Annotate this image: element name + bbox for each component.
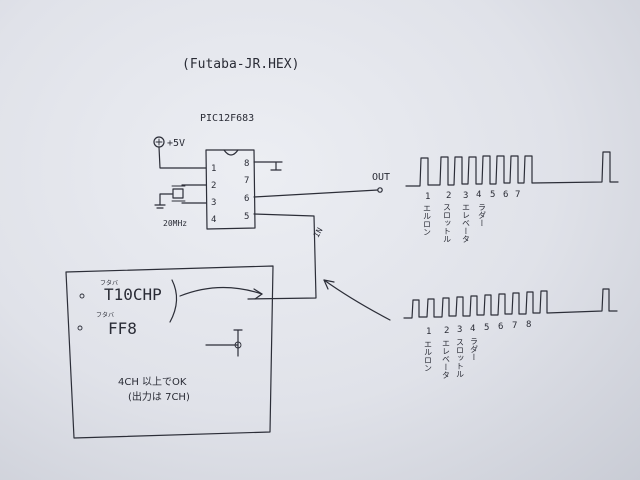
pin-7-label: 7 bbox=[244, 176, 249, 186]
upper-ch-6: 6 bbox=[503, 190, 508, 200]
upper-ch-5: 5 bbox=[490, 190, 495, 200]
lower-ch-1: 1 bbox=[426, 327, 431, 337]
trainer-jack-contact bbox=[234, 341, 242, 349]
bullet-2 bbox=[77, 325, 83, 331]
upper-name-throttle: スロットル bbox=[443, 203, 452, 243]
upper-name-aileron: エルロン bbox=[423, 204, 432, 236]
upper-ch-7: 7 bbox=[515, 190, 520, 200]
pin-3-label: 3 bbox=[211, 198, 216, 208]
transform-arrow-head bbox=[323, 279, 335, 290]
lower-ch-2: 2 bbox=[444, 326, 449, 336]
output-terminal bbox=[377, 187, 383, 193]
transmitter-arrow-head bbox=[253, 288, 263, 300]
upper-ch-1: 1 bbox=[425, 192, 430, 202]
supply-plus-sign bbox=[155, 138, 163, 146]
upper-ch-2: 2 bbox=[446, 191, 451, 201]
lower-ch-8: 8 bbox=[526, 320, 531, 330]
lower-ch-3: 3 bbox=[457, 325, 462, 335]
supply-label: +5V bbox=[167, 138, 185, 149]
pin-2-label: 2 bbox=[211, 181, 216, 191]
lower-pulse-waveform bbox=[403, 288, 618, 319]
lower-ch-5: 5 bbox=[484, 323, 489, 333]
crystal-wires bbox=[181, 184, 207, 204]
lower-ch-6: 6 bbox=[498, 322, 503, 332]
crystal-ground-symbol bbox=[154, 193, 173, 209]
diagram-title: (Futaba-JR.HEX) bbox=[182, 57, 299, 72]
transmitter-arrow-line bbox=[179, 286, 263, 297]
upper-name-rudder: ラダー bbox=[478, 203, 487, 227]
transmitter-note-2: (出力は 7CH) bbox=[128, 390, 190, 403]
crystal-plates bbox=[171, 185, 186, 202]
pin-1-label: 1 bbox=[211, 164, 216, 174]
upper-pulse-waveform bbox=[405, 151, 619, 187]
lower-name-elevator: エレベータ bbox=[442, 339, 451, 379]
transmitter-maker-1: フタバ bbox=[100, 279, 118, 287]
output-label: OUT bbox=[372, 172, 390, 183]
upper-ch-3: 3 bbox=[463, 191, 468, 201]
upper-ch-4: 4 bbox=[476, 190, 481, 200]
lower-name-rudder: ラダー bbox=[470, 337, 479, 361]
transmitter-box bbox=[65, 265, 274, 439]
upper-name-elevator: エレベータ bbox=[462, 203, 471, 243]
pin-8-label: 8 bbox=[244, 159, 249, 169]
transmitter-model-2: FF8 bbox=[108, 319, 137, 338]
output-wire bbox=[253, 189, 379, 198]
transform-arrow-line bbox=[323, 279, 391, 321]
chip-part-number: PIC12F683 bbox=[200, 113, 254, 124]
lower-ch-7: 7 bbox=[512, 321, 517, 331]
lower-name-throttle: スロットル bbox=[456, 338, 465, 378]
transmitter-model-1: T10CHP bbox=[104, 285, 162, 304]
bullet-1 bbox=[79, 293, 85, 299]
supply-wire bbox=[158, 146, 207, 169]
trainer-jack bbox=[205, 329, 243, 357]
transmitter-brace bbox=[169, 279, 178, 323]
crystal-frequency-label: 20MHz bbox=[163, 219, 187, 228]
transmitter-maker-2: フタバ bbox=[96, 311, 114, 319]
lower-ch-4: 4 bbox=[470, 324, 475, 334]
pin-6-label: 6 bbox=[244, 194, 249, 204]
crystal-component bbox=[172, 188, 184, 199]
pin8-ground-symbol bbox=[253, 161, 283, 171]
pin-5-label: 5 bbox=[244, 212, 249, 222]
transmitter-note-1: 4CH 以上でOK bbox=[118, 376, 187, 388]
input-label: IN bbox=[312, 226, 325, 239]
pin-4-label: 4 bbox=[211, 215, 216, 225]
input-wire bbox=[247, 213, 317, 300]
lower-name-aileron: エルロン bbox=[424, 340, 433, 372]
pic-chip-notch bbox=[223, 149, 239, 156]
